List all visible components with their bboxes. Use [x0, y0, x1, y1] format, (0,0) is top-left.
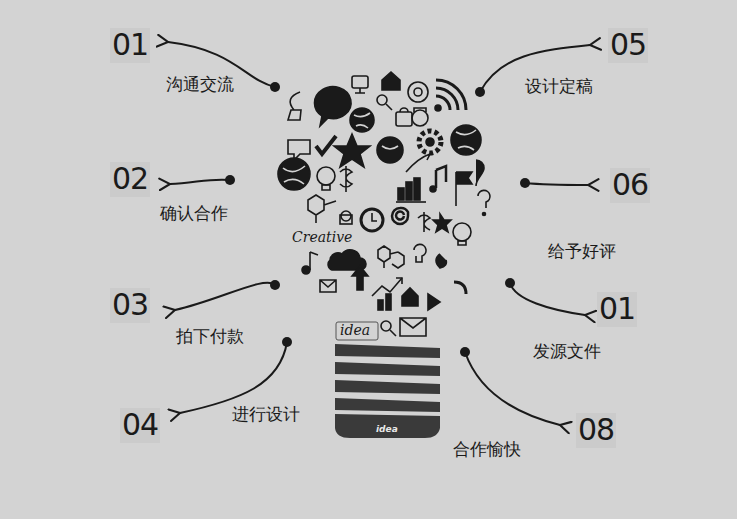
callout-number: 03 [110, 288, 150, 323]
step-label: 给予好评 [548, 242, 616, 262]
bulb-base [335, 344, 440, 438]
callout-number: 06 [610, 168, 650, 203]
callout-number: 05 [608, 28, 648, 63]
step-label: 沟通交流 [166, 75, 234, 95]
illustration-word: idea [340, 322, 370, 338]
callout-number: 01 [110, 28, 150, 63]
leader-dots [225, 82, 530, 357]
callout-number: 02 [110, 162, 150, 197]
leader-arrow [175, 283, 275, 310]
callout-number: 04 [120, 408, 160, 443]
step-label: 设计定稿 [525, 77, 593, 97]
leader-arrow [465, 352, 560, 425]
callout-number: 01 [597, 292, 637, 327]
leader-arrow [510, 283, 585, 315]
step-label: 发源文件 [533, 342, 601, 362]
step-label: 合作愉快 [453, 440, 521, 460]
callout-number: 08 [576, 413, 616, 448]
leader-arrow [525, 183, 588, 185]
leader-arrow [170, 180, 230, 184]
base-word: idea [376, 424, 398, 434]
icon-cluster [278, 72, 490, 340]
step-label: 拍下付款 [176, 327, 244, 347]
step-label: 确认合作 [160, 204, 228, 224]
illustration-word: Creative [292, 229, 352, 245]
leader-arrow [180, 342, 287, 413]
step-label: 进行设计 [232, 405, 300, 425]
